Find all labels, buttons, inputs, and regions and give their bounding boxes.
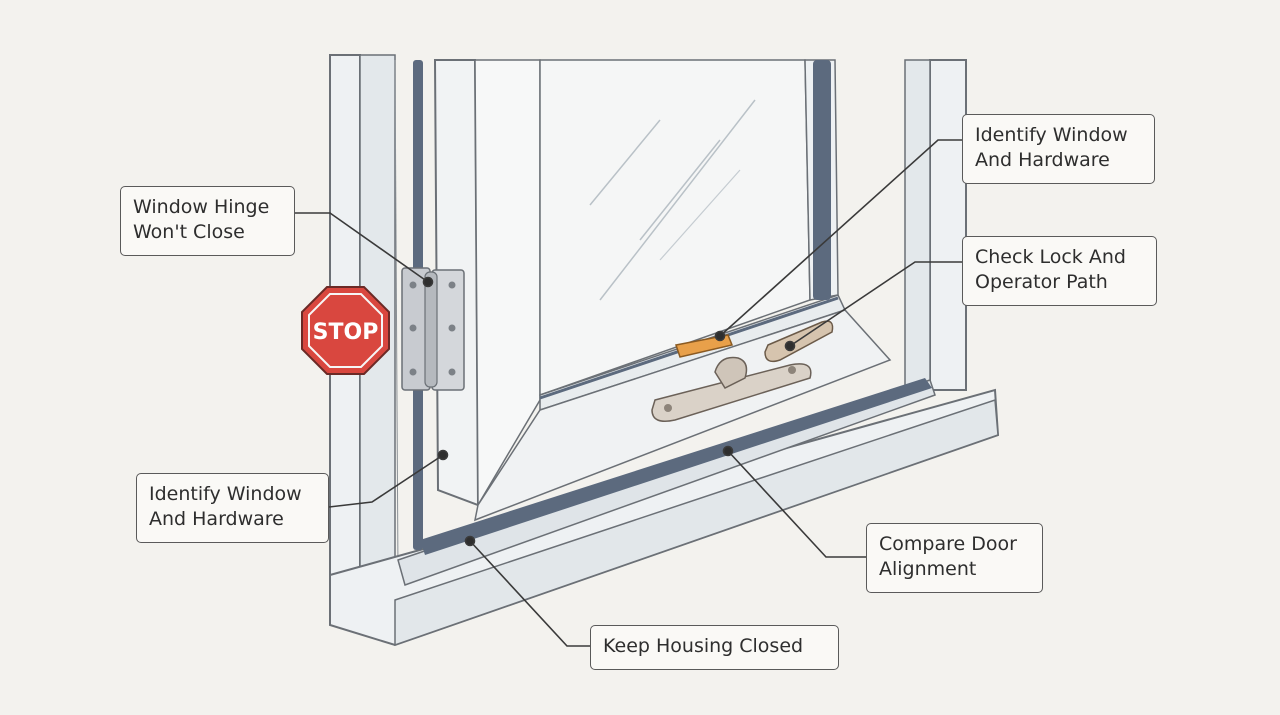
callout-hinge-line1: Window Hinge: [133, 196, 270, 218]
callout-hinge-line2: Won't Close: [133, 221, 245, 243]
callout-identify-left-line1: Identify Window: [149, 483, 302, 505]
callout-identify-top-line1: Identify Window: [975, 124, 1128, 146]
callout-compare: Compare Door Alignment: [866, 523, 1043, 593]
leader-identify-top: [719, 139, 962, 337]
leader-lock: [789, 261, 962, 347]
leader-dot-housing: [464, 535, 476, 547]
leader-compare: [727, 450, 866, 558]
leader-identify-left: [328, 454, 444, 508]
callout-identify-top: Identify Window And Hardware: [962, 114, 1155, 184]
callout-lock-line1: Check Lock And: [975, 246, 1126, 268]
stop-sign-icon: STOP: [301, 286, 390, 375]
leader-dot-compare: [722, 445, 734, 457]
leader-lines: [295, 139, 962, 647]
leader-dot-hinge: [422, 276, 434, 288]
lock-handle-icon: [651, 320, 834, 422]
callout-lock-line2: Operator Path: [975, 271, 1108, 293]
leader-dot-lock: [784, 340, 796, 352]
stop-sign-text: STOP: [313, 320, 379, 345]
leader-dot-identify-left: [437, 449, 449, 461]
callout-lock: Check Lock And Operator Path: [962, 236, 1157, 306]
leader-hinge: [295, 212, 429, 283]
callout-compare-line1: Compare Door: [879, 533, 1017, 555]
callout-housing: Keep Housing Closed: [590, 625, 839, 670]
callout-compare-line2: Alignment: [879, 558, 977, 580]
callout-housing-line1: Keep Housing Closed: [603, 635, 804, 657]
leader-housing: [469, 540, 590, 647]
callout-identify-left: Identify Window And Hardware: [136, 473, 329, 543]
hinge-icon: [401, 267, 465, 391]
callout-identify-top-line2: And Hardware: [975, 149, 1110, 171]
callout-identify-left-line2: And Hardware: [149, 508, 284, 530]
callout-hinge: Window Hinge Won't Close: [120, 186, 295, 256]
window-frame: [329, 54, 1000, 647]
leader-dot-identify-top: [714, 330, 726, 342]
